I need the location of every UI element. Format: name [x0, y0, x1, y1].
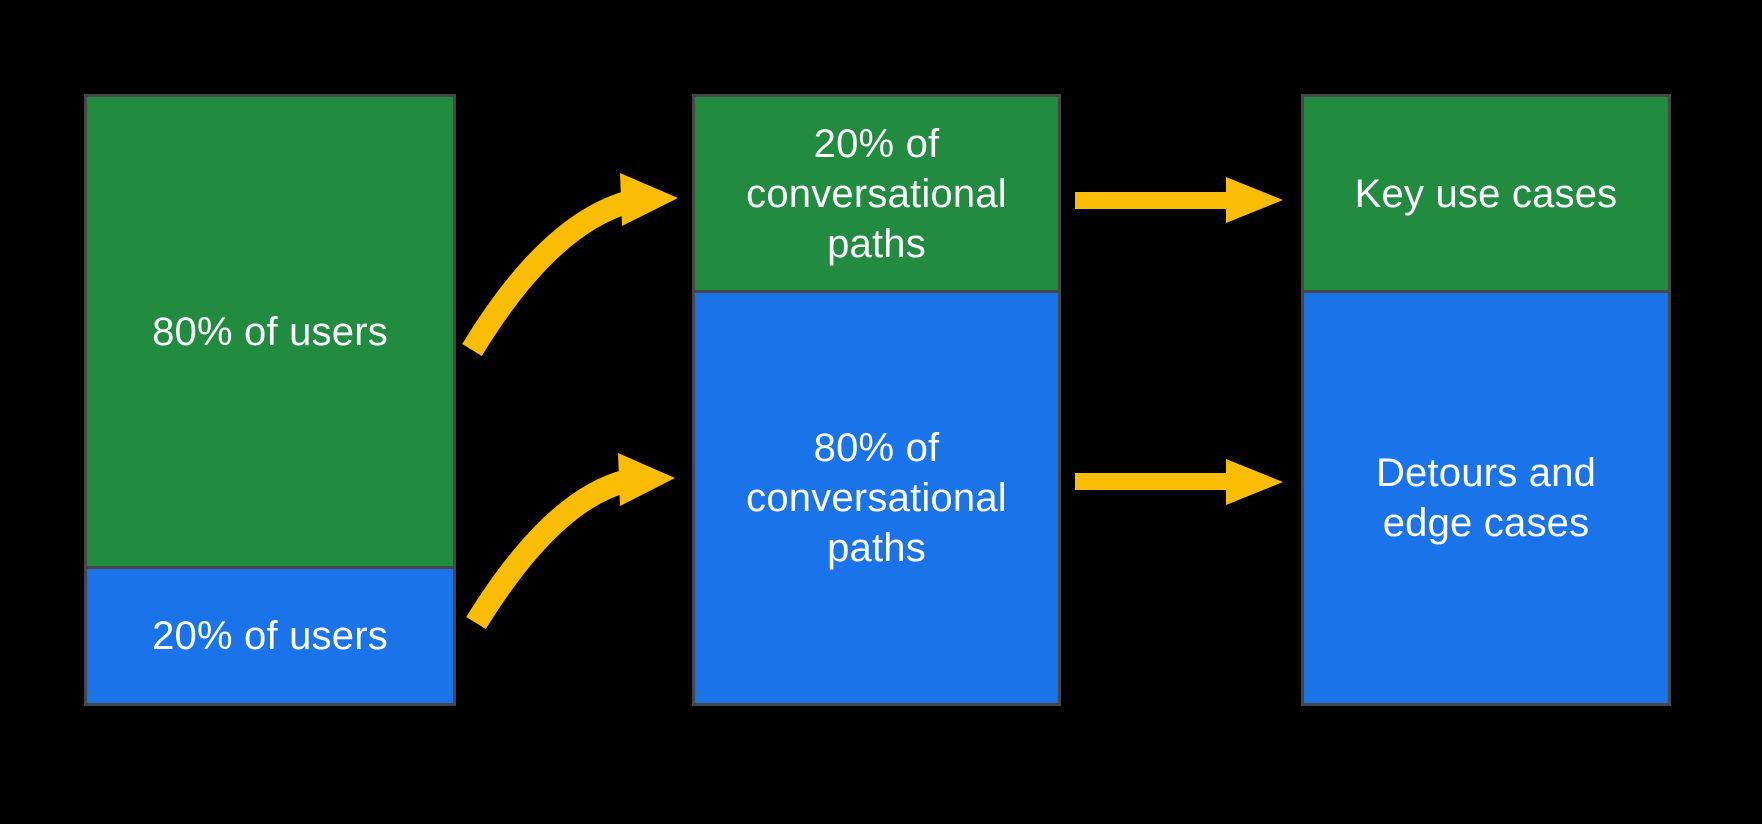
users-80-segment: 80% of users [87, 97, 453, 569]
straight-arrow-paths80-to-detours-icon [1075, 459, 1283, 505]
paths-20-segment: 20% of conversational paths [695, 97, 1058, 293]
detours-edge-cases-label: Detours and edge cases [1375, 451, 1597, 545]
key-use-cases-label: Key use cases [1354, 171, 1618, 216]
paths-80-label: 80% of conversational paths [746, 426, 1007, 570]
curved-arrow-users20-to-paths80-icon [466, 453, 675, 630]
key-use-cases-segment: Key use cases [1304, 97, 1668, 293]
users-80-label: 80% of users [152, 309, 388, 354]
outcomes-bar: Key use cases Detours and edge cases [1301, 94, 1671, 706]
straight-arrow-paths20-to-key-use-cases-icon [1075, 177, 1283, 223]
curved-arrow-users80-to-paths20-icon [462, 173, 678, 356]
conversational-paths-bar: 20% of conversational paths 80% of conve… [692, 94, 1061, 706]
users-20-label: 20% of users [152, 614, 388, 658]
users-20-segment: 20% of users [87, 569, 453, 703]
paths-20-label: 20% of conversational paths [746, 121, 1007, 266]
detours-edge-cases-segment: Detours and edge cases [1304, 293, 1668, 703]
paths-80-segment: 80% of conversational paths [695, 293, 1058, 703]
users-bar: 80% of users 20% of users [84, 94, 456, 706]
